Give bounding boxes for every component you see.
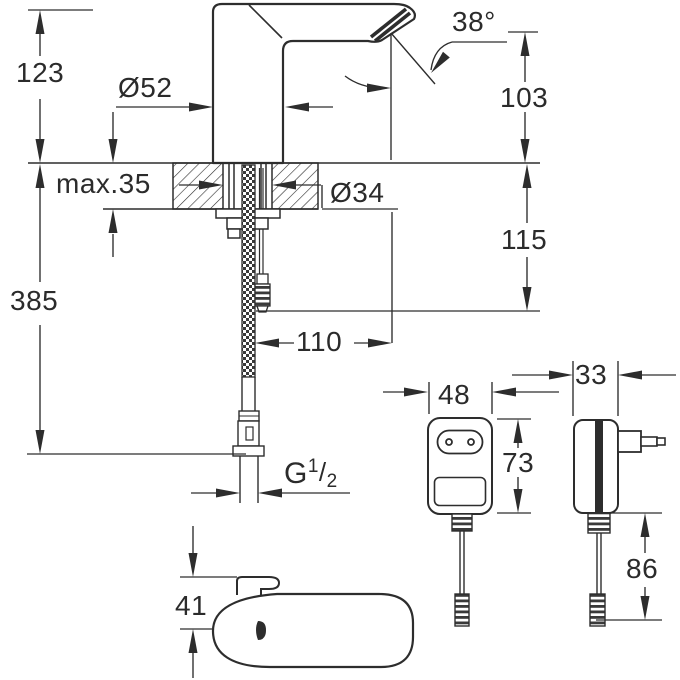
dim-label-height-103: 103: [500, 82, 549, 113]
dim-label-height-73: 73: [502, 447, 535, 478]
dim-label-angle-38: 38°: [452, 6, 496, 37]
faucet-front-view: [211, 2, 416, 165]
spout-aerator: [369, 7, 412, 43]
thread-slash: /: [318, 457, 327, 487]
dim-label-height-123: 123: [16, 57, 65, 88]
adapter-cable: [451, 513, 473, 627]
thread-denominator: 2: [326, 471, 338, 492]
dim-label-cable-86: 86: [626, 553, 659, 584]
adapter-cable: [587, 512, 611, 627]
dim-label-depth-385: 385: [10, 285, 59, 316]
dim-label-max-deck: max.35: [56, 168, 151, 199]
dimension-lines: [27, 9, 676, 678]
dim-label-depth-115: 115: [501, 224, 548, 255]
thread-letter: G: [284, 457, 308, 490]
dim-label-depth-33: 33: [575, 359, 608, 390]
dimension-arrowheads: [35, 10, 650, 653]
power-adapter-front-view: [427, 417, 493, 627]
sensor-window: [256, 621, 266, 640]
power-adapter-side-view: [573, 419, 666, 627]
g-half-fitting: [232, 410, 265, 503]
plug-pins: [617, 430, 666, 453]
faucet-side-view: [211, 576, 415, 669]
dim-label-reach-110: 110: [296, 326, 343, 357]
sensor-cable-plug: [254, 273, 271, 313]
euro-socket: [436, 429, 484, 455]
dim-label-diameter-52: Ø52: [118, 72, 173, 103]
thread-numerator: 1: [307, 456, 319, 477]
dim-label-width-48: 48: [438, 379, 471, 410]
dim-label-height-41: 41: [175, 590, 208, 621]
dim-label-diameter-34: Ø34: [330, 177, 385, 208]
dim-label-thread-g12: G1/2: [284, 457, 338, 491]
supply-hose: [241, 164, 256, 411]
